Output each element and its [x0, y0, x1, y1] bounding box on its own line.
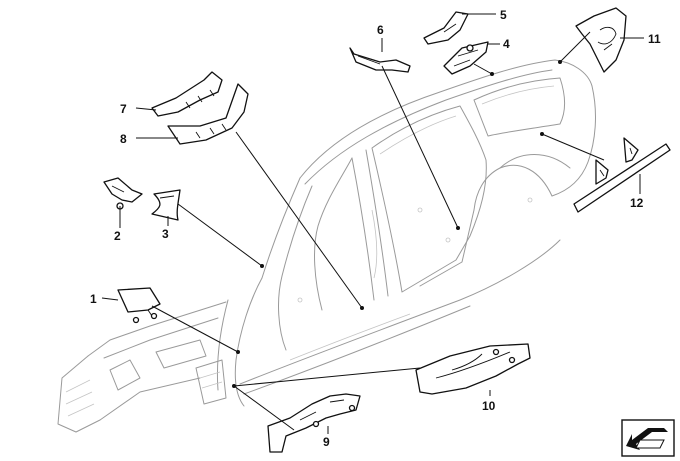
part-6-strip [349, 47, 411, 73]
callout-7: 7 [120, 102, 127, 116]
callout-5: 5 [500, 8, 507, 22]
part-8-panel [167, 83, 249, 145]
callout-8: 8 [120, 132, 127, 146]
leader-lines [101, 13, 644, 434]
callout-4: 4 [503, 37, 510, 51]
callout-10: 10 [482, 399, 496, 413]
body-side-frame [57, 59, 596, 433]
callout-6: 6 [377, 23, 384, 37]
callout-3: 3 [162, 227, 169, 241]
part-2-bracket [103, 177, 143, 210]
part-7-panel [151, 71, 223, 117]
part-11-rear-panel [575, 7, 627, 73]
arrow-down-left-icon[interactable] [621, 419, 675, 457]
part-12-rail [573, 137, 671, 213]
part-10-floor-panel [415, 343, 531, 395]
part-9-sill-bracket [267, 393, 361, 453]
callout-11: 11 [648, 32, 661, 46]
callout-labels: 1 2 3 4 5 6 7 8 9 10 11 12 [90, 8, 661, 449]
part-4-bracket [443, 41, 489, 75]
part-1-bracket [117, 287, 161, 324]
part-5-bracket [423, 11, 469, 45]
callout-1: 1 [90, 292, 97, 306]
part-3-panel [151, 189, 181, 221]
callout-2: 2 [114, 229, 121, 243]
callout-9: 9 [323, 435, 330, 449]
callout-12: 12 [630, 196, 644, 210]
